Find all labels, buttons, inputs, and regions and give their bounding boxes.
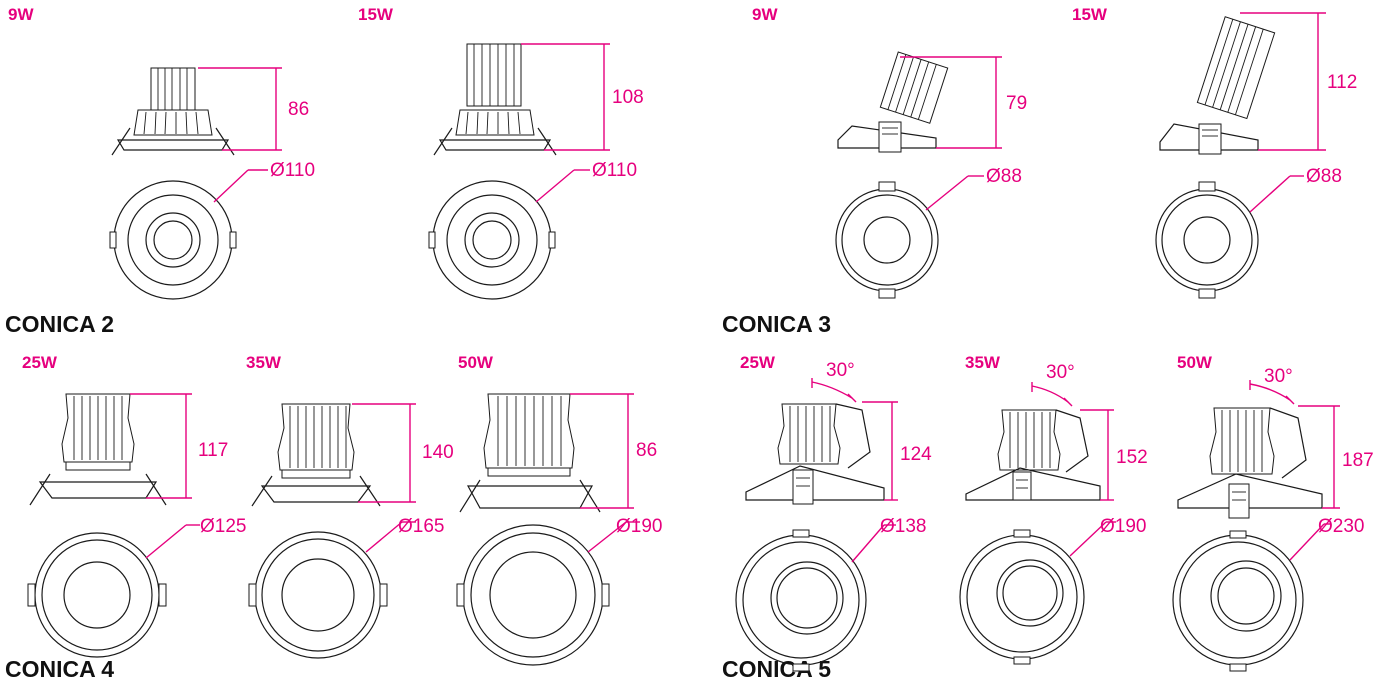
- conica-5-50w: 50W 30° 187: [1172, 353, 1374, 672]
- wattage-label: 9W: [752, 5, 778, 24]
- conica-3-15w: 15W 112: [1072, 5, 1357, 299]
- conica-2-15w: 15W 108: [358, 5, 644, 300]
- diameter-dimension: Ø138: [851, 516, 926, 563]
- top-view-drawing: [835, 181, 939, 299]
- height-dimension: 140: [352, 403, 454, 503]
- conica-5-group: CONICA 5 25W 30°: [722, 353, 1374, 682]
- conica-5-25w: 25W 30° 124: [735, 353, 932, 672]
- diameter-value: Ø110: [270, 160, 315, 181]
- wattage-label: 15W: [1072, 5, 1108, 24]
- height-dimension: 79: [900, 56, 1027, 149]
- conica-2-9w: 9W 86: [8, 5, 315, 300]
- conica-5-35w: 35W 30° 152: [959, 353, 1148, 665]
- diameter-dimension: Ø110: [535, 160, 637, 203]
- height-dimension: 187: [1298, 405, 1374, 509]
- diameter-value: Ø125: [200, 516, 246, 537]
- height-dimension: 86: [198, 67, 309, 151]
- top-view-drawing: [1172, 530, 1304, 672]
- side-view-drawing: [837, 51, 949, 153]
- tilt-angle-value: 30°: [826, 360, 855, 381]
- top-view-drawing: [456, 524, 610, 666]
- diameter-dimension: Ø125: [145, 516, 246, 559]
- side-view-drawing: [745, 403, 885, 505]
- tilt-angle-indicator: 30°: [811, 360, 857, 403]
- tilt-angle-indicator: 30°: [1031, 362, 1075, 407]
- series-title-conica-3: CONICA 3: [722, 311, 831, 337]
- tilt-angle-indicator: 30°: [1249, 366, 1295, 405]
- wattage-label: 50W: [458, 353, 494, 372]
- conica-3-group: CONICA 3 9W 79: [722, 5, 1357, 337]
- diameter-dimension: Ø110: [213, 160, 315, 203]
- side-view-drawing: [29, 393, 167, 506]
- height-value: 187: [1342, 450, 1374, 471]
- height-value: 112: [1327, 72, 1357, 93]
- top-view-drawing: [27, 532, 167, 658]
- diameter-value: Ø88: [1306, 166, 1342, 187]
- conica-4-35w: 35W 140: [246, 353, 454, 659]
- height-value: 152: [1116, 447, 1148, 468]
- diameter-value: Ø190: [1100, 516, 1146, 537]
- wattage-label: 9W: [8, 5, 34, 24]
- conica-4-group: CONICA 4 25W 117: [5, 353, 662, 682]
- diameter-value: Ø138: [880, 516, 926, 537]
- side-view-drawing: [111, 67, 235, 156]
- diameter-value: Ø165: [398, 516, 444, 537]
- conica-4-25w: 25W 117: [22, 353, 246, 658]
- tilt-angle-value: 30°: [1046, 362, 1075, 383]
- side-view-drawing: [433, 43, 557, 156]
- side-view-drawing: [251, 403, 381, 507]
- diameter-dimension: Ø165: [365, 516, 444, 553]
- series-title-conica-2: CONICA 2: [5, 311, 114, 337]
- height-value: 86: [636, 440, 657, 461]
- height-dimension: 124: [862, 401, 932, 501]
- height-dimension: 152: [1080, 409, 1148, 501]
- height-dimension: 112: [1240, 12, 1357, 151]
- height-dimension: 108: [521, 43, 644, 151]
- height-dimension: 86: [570, 393, 657, 509]
- height-value: 140: [422, 442, 454, 463]
- top-view-drawing: [1155, 181, 1259, 299]
- conica-4-50w: 50W 86: [456, 353, 662, 666]
- top-view-drawing: [735, 529, 867, 672]
- height-value: 124: [900, 444, 932, 465]
- tilt-angle-value: 30°: [1264, 366, 1293, 387]
- wattage-label: 25W: [22, 353, 58, 372]
- wattage-label: 15W: [358, 5, 394, 24]
- height-value: 79: [1006, 93, 1027, 114]
- height-value: 117: [198, 440, 228, 461]
- diameter-dimension: Ø190: [1069, 516, 1146, 557]
- series-title-conica-4: CONICA 4: [5, 656, 114, 682]
- wattage-label: 50W: [1177, 353, 1213, 372]
- height-dimension: 117: [130, 393, 228, 499]
- conica-2-group: CONICA 2 9W 86: [5, 5, 644, 337]
- side-view-drawing: [459, 393, 601, 513]
- diameter-value: Ø190: [616, 516, 662, 537]
- side-view-drawing: [1177, 407, 1323, 519]
- side-view-drawing: [965, 409, 1101, 501]
- wattage-label: 35W: [246, 353, 282, 372]
- top-view-drawing: [109, 180, 237, 300]
- height-value: 86: [288, 99, 309, 120]
- top-view-drawing: [959, 529, 1085, 665]
- diameter-dimension: Ø88: [925, 166, 1022, 211]
- top-view-drawing: [248, 531, 388, 659]
- conica-3-9w: 9W 79: [752, 5, 1027, 299]
- diameter-dimension: Ø230: [1289, 516, 1364, 561]
- top-view-drawing: [428, 180, 556, 300]
- diameter-value: Ø110: [592, 160, 637, 181]
- diameter-value: Ø230: [1318, 516, 1364, 537]
- diameter-dimension: Ø88: [1249, 166, 1342, 213]
- wattage-label: 35W: [965, 353, 1001, 372]
- side-view-drawing: [1159, 16, 1276, 155]
- diameter-value: Ø88: [986, 166, 1022, 187]
- diameter-dimension: Ø190: [587, 516, 662, 553]
- wattage-label: 25W: [740, 353, 776, 372]
- height-value: 108: [612, 87, 644, 108]
